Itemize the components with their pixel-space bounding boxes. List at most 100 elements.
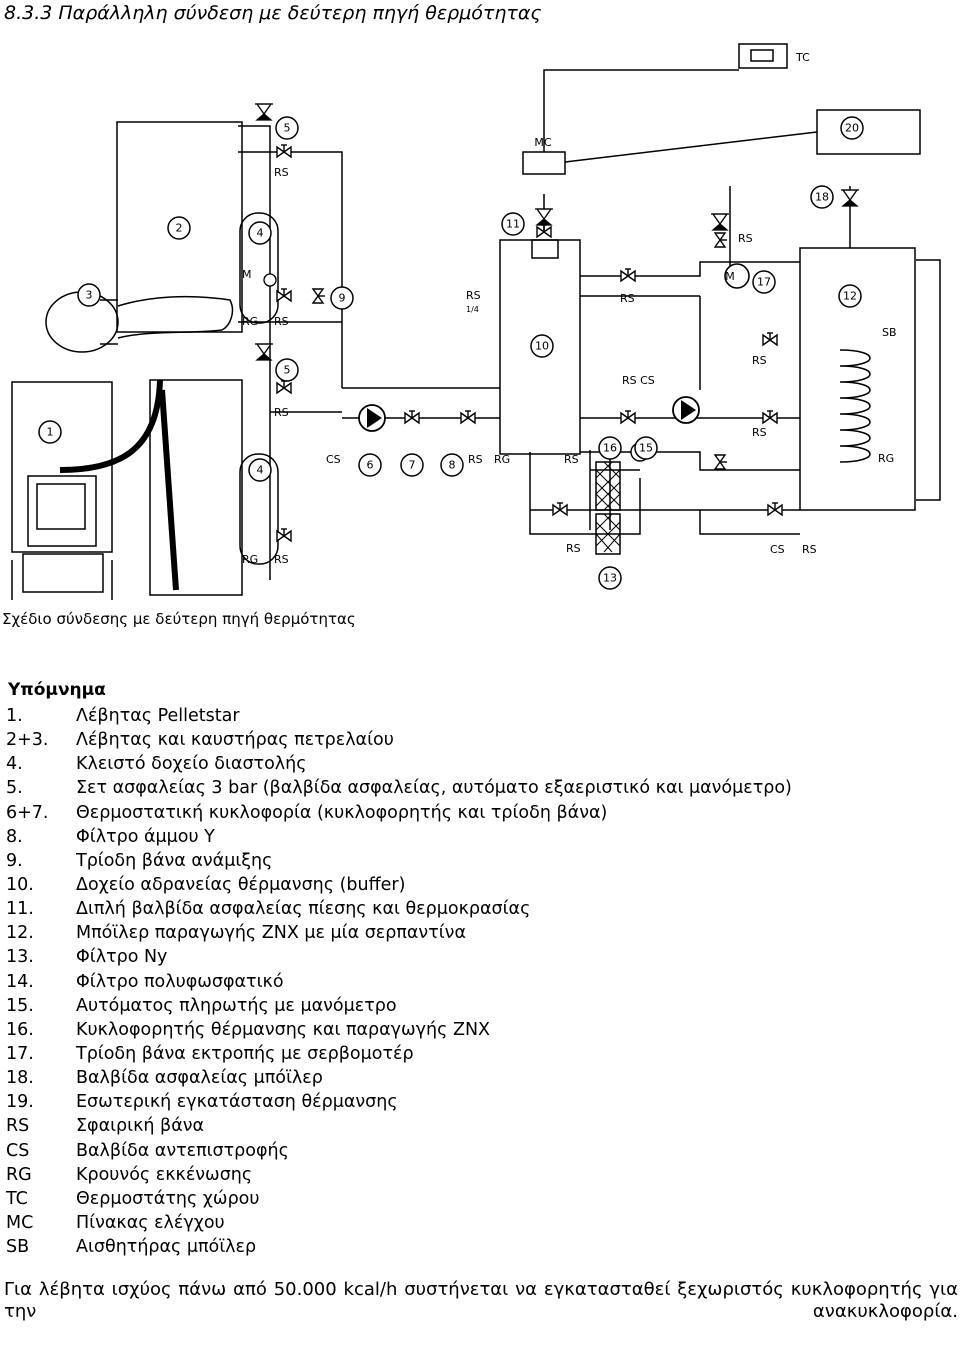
diagram-number: 1 <box>47 426 54 439</box>
ball-valve-icon <box>620 410 636 424</box>
ball-valve-icon <box>312 288 326 304</box>
ball-valve-icon <box>714 454 728 470</box>
legend-text: Διπλή βαλβίδα ασφαλείας πίεσης και θερμο… <box>76 899 531 920</box>
cs-label: CS <box>770 543 785 556</box>
rg-label: RG <box>242 553 258 566</box>
diagram-number: 4 <box>257 464 264 477</box>
legend-code: 9. <box>6 850 23 871</box>
rs-label: RS <box>564 453 579 466</box>
section-heading: 8.3.3 Παράλληλη σύνδεση με δεύτερη πηγή … <box>4 2 542 24</box>
legend-code: 8. <box>6 826 23 847</box>
ball-valve-icon <box>762 410 778 424</box>
diagram-number: 8 <box>449 459 456 472</box>
cs-label: CS <box>326 453 341 466</box>
legend-item: 6+7. Θερμοστατική κυκλοφορία (κυκλοφορητή… <box>6 801 792 825</box>
legend-code: SB <box>6 1237 30 1258</box>
legend-item: 16.Κυκλοφορητής θέρμανσης και παραγωγής … <box>6 1018 792 1042</box>
diagram-number: 12 <box>843 290 857 303</box>
diagram-number: 17 <box>757 276 771 289</box>
rs-sub-label: 1/4 <box>466 305 479 314</box>
rs-label: RS <box>752 354 767 367</box>
legend-text: Κλειστό δοχείο διαστολής <box>76 754 307 775</box>
rs-label: RS <box>274 553 289 566</box>
diagram-number: 18 <box>815 191 829 204</box>
rs-label: RS <box>274 406 289 419</box>
legend-code: TC <box>6 1188 28 1209</box>
ball-valve-icon <box>276 528 292 542</box>
legend-item: CS Βαλβίδα αντεπιστροφής <box>6 1139 792 1163</box>
legend-item: 17.Τρίοδη βάνα εκτροπής με σερβομοτέρ <box>6 1042 792 1066</box>
legend-item: 18.Βαλβίδα ασφαλείας μπόϊλερ <box>6 1066 792 1090</box>
legend-code: 6+7. <box>6 802 49 823</box>
ball-valve-icon <box>276 380 292 394</box>
diagram-number: 2 <box>176 222 183 235</box>
diagram-number: 3 <box>86 289 93 302</box>
diagram-number: 11 <box>506 218 520 231</box>
legend-code: MC <box>6 1212 34 1233</box>
legend-text: Θερμοστατική κυκλοφορία (κυκλοφορητής κα… <box>76 802 608 823</box>
diagram-number: 15 <box>639 442 653 455</box>
rs-label: RS <box>738 232 753 245</box>
diagram-number: 4 <box>257 227 264 240</box>
rs-label: RS <box>566 542 581 555</box>
legend-item: 10.Δοχείο αδρανείας θέρμανσης (buffer) <box>6 873 792 897</box>
legend-text: Αισθητήρας μπόϊλερ <box>76 1237 257 1258</box>
diagram-number: 10 <box>535 340 549 353</box>
legend-code: 1. <box>6 706 23 726</box>
ball-valve-icon <box>767 502 783 516</box>
legend-item: 5.Σετ ασφαλείας 3 bar (βαλβίδα ασφαλείας… <box>6 776 792 800</box>
m-label: M <box>242 268 252 281</box>
legend-text: Βαλβίδα ασφαλείας μπόϊλερ <box>76 1068 323 1089</box>
rs-label: RS <box>752 426 767 439</box>
legend-code: 19. <box>6 1092 34 1113</box>
safety-valve-icon <box>254 103 274 121</box>
diagram-number: 20 <box>845 122 859 135</box>
circulator-pump-icon <box>358 404 386 432</box>
legend-text: Τρίοδη βάνα ανάμιξης <box>76 850 273 871</box>
legend-text: Κυκλοφορητής θέρμανσης και παραγωγής ZNX <box>76 1019 491 1040</box>
legend-item: 12. Μπόϊλερ παραγωγής ZNX με μία σερπαντί… <box>6 921 792 945</box>
connection-diagram: 1 2 3 4 4 5 5 6 7 8 9 10 11 12 13 15 16 … <box>11 43 941 600</box>
legend-code: 14. <box>6 971 34 992</box>
ball-valve-icon <box>620 268 636 282</box>
rg-label: RG <box>878 452 894 465</box>
legend-item: 1.Λέβητας Pelletstar <box>6 704 792 728</box>
ball-valve-icon <box>276 288 292 302</box>
tc-label: TC <box>795 51 810 64</box>
diagram-number: 9 <box>339 292 346 305</box>
legend-code: 10. <box>6 874 34 895</box>
recommendation-note: Για λέβητα ισχύος πάνω από 50.000 kcal/h… <box>4 1279 958 1322</box>
legend-code: 4. <box>6 754 23 775</box>
circulator-pump-icon <box>672 396 700 424</box>
legend-code: 2+3. <box>6 730 49 751</box>
rs-label: RS <box>466 289 481 302</box>
legend-item: 8. Φίλτρο άμμου Y <box>6 825 792 849</box>
legend-text: Σετ ασφαλείας 3 bar (βαλβίδα ασφαλείας, … <box>76 778 792 799</box>
rs-label: RS <box>468 453 483 466</box>
legend-title: Υπόμνημα <box>8 680 106 700</box>
diagram-caption: Σχέδιο σύνδεσης με δεύτερη πηγή θερμότητ… <box>2 610 356 628</box>
legend-code: 17. <box>6 1043 34 1064</box>
legend-item: 4. Κλειστό δοχείο διαστολής <box>6 752 792 776</box>
m2-label: M <box>725 270 735 283</box>
safety-valve-icon <box>840 189 860 207</box>
legend-item: 14.Φίλτρο πολυφωσφατικό <box>6 970 792 994</box>
legend-item: 19. Εσωτερική εγκατάσταση θέρμανσης <box>6 1090 792 1114</box>
legend-text: Αυτόματος πληρωτής με μανόμετρο <box>76 995 397 1016</box>
diagram-number: 13 <box>603 572 617 585</box>
legend-text: Μπόϊλερ παραγωγής ZNX με μία σερπαντίνα <box>76 923 466 944</box>
legend-text: Βαλβίδα αντεπιστροφής <box>76 1140 289 1161</box>
legend-text: Λέβητας και καυστήρας πετρελαίου <box>76 730 394 751</box>
rs-cs-label: RS CS <box>622 374 655 387</box>
legend-code: CS <box>6 1140 30 1161</box>
legend-text: Φίλτρο άμμου Y <box>76 826 215 847</box>
mc-label: MC <box>534 136 551 149</box>
rs-label: RS <box>274 315 289 328</box>
legend-code: 12. <box>6 923 34 944</box>
legend-text: Εσωτερική εγκατάσταση θέρμανσης <box>76 1092 398 1113</box>
rg-label: RG <box>494 453 510 466</box>
rs-label: RS <box>802 543 817 556</box>
ball-valve-icon <box>552 502 568 516</box>
